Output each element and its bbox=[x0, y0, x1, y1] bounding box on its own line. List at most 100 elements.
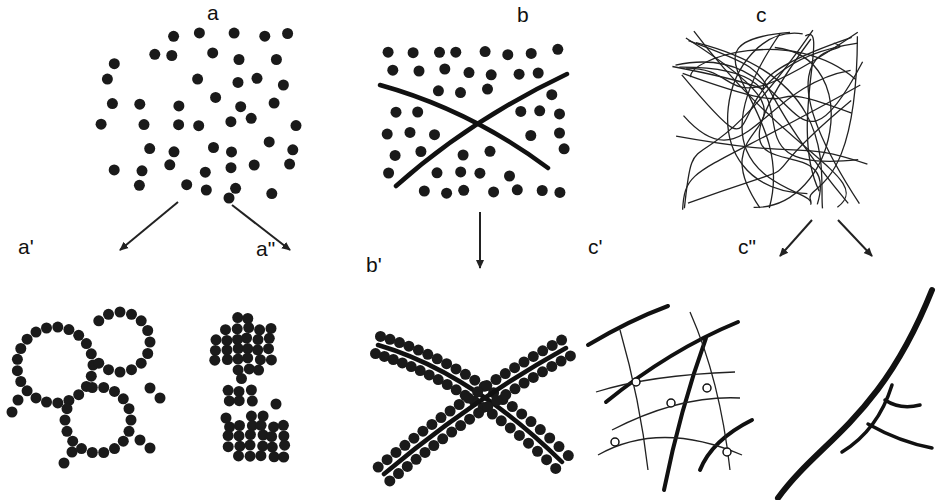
particle bbox=[107, 98, 118, 109]
particle bbox=[455, 420, 466, 431]
crosslink-point bbox=[632, 378, 640, 386]
particle bbox=[432, 353, 443, 364]
particle bbox=[446, 427, 457, 438]
particle bbox=[284, 159, 295, 170]
particle bbox=[224, 395, 235, 406]
particle bbox=[375, 331, 386, 342]
particle bbox=[225, 116, 236, 127]
particle bbox=[384, 475, 395, 486]
particle bbox=[525, 130, 536, 141]
particle bbox=[411, 454, 422, 465]
crosslink-point bbox=[723, 448, 731, 456]
particle bbox=[266, 354, 277, 365]
particle bbox=[226, 146, 237, 157]
particle bbox=[135, 435, 146, 446]
particle bbox=[201, 185, 212, 196]
particle bbox=[98, 447, 109, 458]
particle bbox=[211, 334, 222, 345]
particle bbox=[136, 315, 147, 326]
particle bbox=[115, 367, 126, 378]
polymer-chain bbox=[683, 85, 861, 210]
polymer-chain bbox=[620, 330, 648, 470]
particle bbox=[507, 401, 518, 412]
particle bbox=[263, 343, 274, 354]
particle bbox=[255, 354, 266, 365]
particle bbox=[480, 46, 491, 57]
fibre-bundle bbox=[842, 385, 892, 452]
polymer-bundle bbox=[700, 420, 752, 470]
particle bbox=[391, 447, 402, 458]
particle bbox=[244, 363, 255, 374]
particle bbox=[256, 420, 267, 431]
particle bbox=[269, 451, 280, 462]
particle bbox=[485, 146, 496, 157]
particle bbox=[67, 447, 78, 458]
particle bbox=[192, 74, 203, 85]
particle bbox=[279, 440, 290, 451]
particle bbox=[259, 31, 270, 42]
particle bbox=[124, 403, 135, 414]
particle bbox=[124, 426, 135, 437]
particle bbox=[537, 366, 548, 377]
particle bbox=[533, 68, 544, 79]
particle bbox=[62, 426, 73, 437]
polymer-chain bbox=[690, 312, 730, 470]
particle bbox=[535, 424, 546, 435]
particle bbox=[482, 401, 493, 412]
particle bbox=[86, 371, 97, 382]
particle bbox=[134, 99, 145, 110]
particle bbox=[413, 345, 424, 356]
particle bbox=[454, 399, 465, 410]
particle bbox=[426, 419, 437, 430]
particle bbox=[537, 185, 548, 196]
particle bbox=[234, 395, 245, 406]
particle bbox=[512, 184, 523, 195]
polymer-chain bbox=[684, 70, 851, 140]
particle bbox=[271, 399, 282, 410]
particle bbox=[137, 165, 148, 176]
particle bbox=[405, 127, 416, 138]
particle bbox=[472, 386, 483, 397]
particle bbox=[234, 430, 245, 441]
particle bbox=[223, 385, 234, 396]
particle bbox=[241, 333, 252, 344]
particle bbox=[194, 27, 205, 38]
particle bbox=[145, 443, 156, 454]
particle bbox=[458, 185, 469, 196]
particle bbox=[481, 380, 492, 391]
particle bbox=[463, 393, 474, 404]
particle bbox=[546, 89, 557, 100]
panel-label: c bbox=[756, 4, 767, 25]
polymer-strand bbox=[396, 74, 567, 186]
particle bbox=[278, 452, 289, 463]
particle bbox=[242, 352, 253, 363]
particle bbox=[391, 107, 402, 118]
particle bbox=[87, 447, 98, 458]
particle bbox=[229, 28, 240, 39]
particle bbox=[210, 92, 221, 103]
particle bbox=[109, 443, 120, 454]
polymer-chain bbox=[810, 36, 857, 201]
particle bbox=[429, 129, 440, 140]
particle bbox=[500, 389, 511, 400]
particle bbox=[519, 378, 530, 389]
fibre-bundle bbox=[885, 400, 920, 407]
particle bbox=[496, 415, 507, 426]
polymer-strand bbox=[384, 348, 566, 474]
particle bbox=[271, 54, 282, 65]
particle bbox=[62, 403, 73, 414]
particle bbox=[434, 47, 445, 58]
particle bbox=[252, 73, 263, 84]
particle bbox=[221, 413, 232, 424]
polymer-solution bbox=[672, 30, 867, 210]
particle bbox=[208, 142, 219, 153]
particle bbox=[31, 327, 42, 338]
particle bbox=[408, 47, 419, 58]
particle bbox=[255, 450, 266, 461]
crosslink-point bbox=[611, 438, 619, 446]
particle bbox=[541, 454, 552, 465]
particle-sol bbox=[96, 27, 302, 203]
particle bbox=[31, 392, 42, 403]
particle bbox=[415, 146, 426, 157]
particle bbox=[246, 385, 257, 396]
